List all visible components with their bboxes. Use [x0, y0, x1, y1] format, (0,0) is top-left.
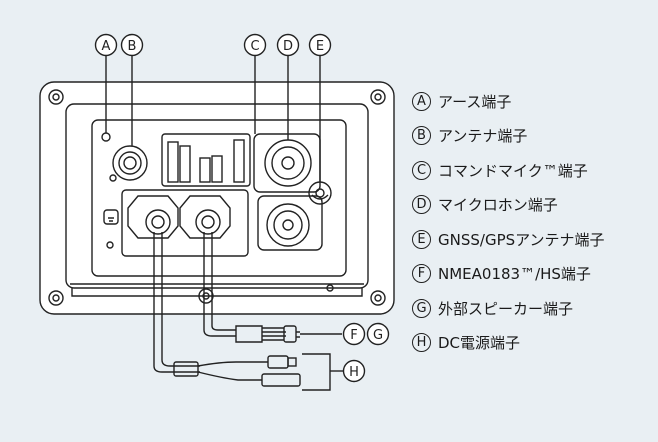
legend-label: コマンドマイク™端子: [438, 161, 588, 180]
legend-label: 外部スピーカー端子: [438, 299, 574, 318]
marker-F: F: [350, 328, 357, 343]
legend-item-ground: A アース端子: [412, 84, 605, 119]
lower-round-connector: [257, 195, 323, 251]
corner-screws: [48, 89, 386, 306]
leader-lines: [105, 56, 321, 182]
legend-marker: F: [412, 264, 431, 284]
terminal-legend: A アース端子 B アンテナ端子 C コマンドマイク™端子 D マイクロホン端子…: [412, 84, 605, 360]
command-mic-connector: [161, 133, 251, 187]
cable-gland-block: [121, 189, 249, 257]
speaker-nmea-cable: [203, 232, 300, 343]
dc-bracket: [302, 353, 331, 391]
legend-label: アンテナ端子: [438, 127, 528, 146]
top-markers: [94, 33, 390, 383]
legend-marker: G: [412, 298, 431, 318]
legend-item-speaker: G 外部スピーカー端子: [412, 291, 605, 326]
marker-C: C: [250, 39, 259, 54]
marker-G: G: [373, 328, 383, 343]
housing-outline: [39, 81, 395, 315]
legend-marker: B: [412, 126, 431, 146]
legend-marker: C: [412, 160, 431, 180]
legend-marker: A: [412, 91, 431, 111]
marker-B: B: [128, 39, 137, 54]
legend-item-command-mic: C コマンドマイク™端子: [412, 153, 605, 188]
dc-power-cable: [153, 232, 301, 387]
inner-panel: [65, 103, 369, 289]
marker-A: A: [102, 39, 111, 54]
antenna-connector: [109, 145, 148, 182]
legend-item-gnss: E GNSS/GPSアンテナ端子: [412, 222, 605, 257]
marker-D: D: [283, 39, 293, 54]
legend-label: DC電源端子: [438, 334, 521, 353]
legend-label: NMEA0183™/HS端子: [438, 265, 591, 284]
legend-label: アース端子: [438, 92, 512, 111]
marker-E: E: [316, 39, 324, 54]
legend-marker: E: [412, 229, 431, 249]
legend-label: マイクロホン端子: [438, 196, 558, 215]
legend-item-microphone: D マイクロホン端子: [412, 188, 605, 223]
legend-item-nmea: F NMEA0183™/HS端子: [412, 257, 605, 292]
legend-marker: H: [412, 333, 431, 353]
legend-marker: D: [412, 195, 431, 215]
marker-H: H: [349, 365, 359, 380]
legend-item-dc-power: H DC電源端子: [412, 326, 605, 361]
legend-item-antenna: B アンテナ端子: [412, 119, 605, 154]
legend-label: GNSS/GPSアンテナ端子: [438, 230, 605, 249]
